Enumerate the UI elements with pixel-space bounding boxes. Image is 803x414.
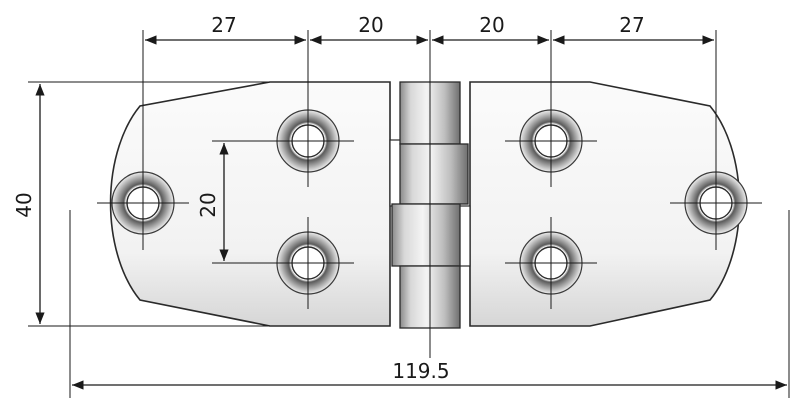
height-dimension: 40 [12, 81, 270, 327]
dim-label-height: 40 [12, 192, 36, 217]
center-lines [97, 30, 762, 358]
hole-spacing-dimension: 20 [196, 140, 262, 264]
dim-label-top-right: 27 [619, 13, 644, 37]
width-dimension: 119.5 [69, 210, 790, 398]
dim-label-top-center-left: 20 [358, 13, 383, 37]
dim-label-width: 119.5 [392, 359, 449, 383]
dim-label-hole-spacing: 20 [196, 192, 220, 217]
knuckle-upper-mid [399, 143, 469, 205]
dim-label-top-center-right: 20 [479, 13, 504, 37]
knuckle-lower-mid [391, 203, 461, 267]
top-dimensions: 27 20 20 27 [145, 13, 714, 45]
dim-label-top-left: 27 [211, 13, 236, 37]
